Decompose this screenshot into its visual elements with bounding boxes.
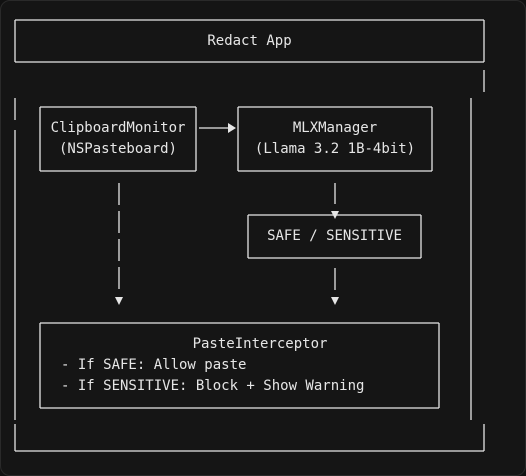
mlx-manager-box (237, 106, 433, 172)
paste-interceptor-rule-sensitive: - If SENSITIVE: Block + Show Warning (61, 378, 365, 394)
paste-interceptor-rule-safe: - If SAFE: Allow paste (61, 357, 247, 373)
paste-interceptor-label: PasteInterceptor (192, 336, 328, 352)
paste-interceptor-box (39, 322, 440, 409)
mlx-manager-label: MLXManager (292, 120, 378, 136)
clipboard-monitor-label: ClipboardMonitor (50, 120, 186, 136)
clipboard-monitor-subtitle: (NSPasteboard) (58, 141, 177, 157)
arrowhead-down-decision (331, 211, 339, 219)
arrowhead-down-right (331, 297, 339, 305)
decision-label: SAFE / SENSITIVE (267, 228, 402, 244)
mlx-manager-subtitle: (Llama 3.2 1B-4bit) (254, 141, 416, 157)
arrowhead-right (228, 123, 236, 133)
app-container (14, 19, 485, 452)
clipboard-monitor-box (39, 106, 197, 172)
app-title: Redact App (207, 33, 292, 49)
arrowhead-down-left (115, 297, 123, 305)
